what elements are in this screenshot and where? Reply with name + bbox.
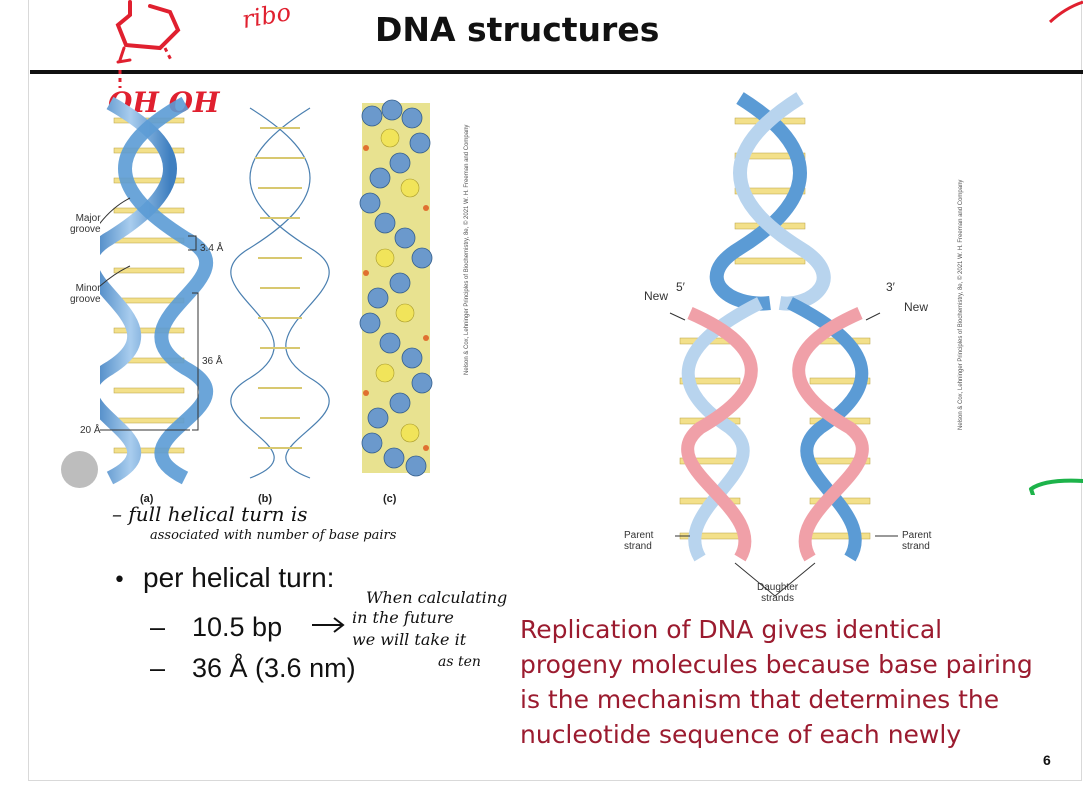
dna-structure-figure	[100, 96, 433, 485]
handwritten-arrow-note-4: as ten	[438, 654, 481, 670]
label-parent-strand-left: Parent strand	[624, 530, 654, 552]
sub-bullet-bp: 10.5 bp	[192, 612, 283, 642]
label-daughter-strands: Daughter strands	[757, 582, 799, 604]
title-underline	[30, 70, 1083, 74]
bullet-main-text: per helical turn:	[143, 562, 335, 593]
handwritten-arrow	[312, 617, 345, 633]
dna-replication-figure	[669, 92, 898, 597]
label-pitch: 36 Å	[202, 356, 223, 367]
handwritten-arrow-note-1: When calculating	[366, 588, 508, 607]
sub-bullet-pitch: 36 Å (3.6 nm)	[192, 653, 356, 683]
label-rise: 3.4 Å	[200, 243, 224, 254]
handwritten-arrow-note-2: in the future	[352, 608, 454, 627]
figure-credit-left: Nelson & Cox, Lehninger Principles of Bi…	[464, 124, 470, 375]
panel-label-c: (c)	[383, 493, 397, 505]
handwritten-note-line1: – full helical turn is	[112, 502, 308, 526]
panel-label-b: (b)	[258, 493, 273, 505]
label-major-groove: Major groove	[70, 213, 101, 235]
label-new-right: New	[904, 300, 929, 314]
slide-title: DNA structures	[375, 10, 660, 49]
page-number: 6	[1043, 752, 1051, 768]
sub-bullet-dash-2: –	[150, 653, 166, 683]
annotation-stroke-red	[1048, 0, 1083, 24]
helix-spacefill-c	[359, 99, 433, 477]
helix-ribbon-a	[100, 96, 214, 485]
helix-stick-b	[230, 107, 330, 479]
label-new-left: New	[644, 289, 669, 303]
slide-frame	[28, 0, 1082, 781]
handwritten-note-line2: associated with number of base pairs	[150, 528, 397, 543]
label-three-prime: 3′	[886, 280, 895, 294]
bullet-marker: •	[113, 568, 126, 593]
label-minor-groove: Minor groove	[70, 283, 101, 305]
replication-caption: Replication of DNA gives identical proge…	[520, 615, 1033, 749]
annotation-stroke-green	[1029, 478, 1083, 495]
label-parent-strand-right: Parent strand	[902, 530, 932, 552]
label-five-prime: 5′	[676, 280, 685, 294]
handwritten-ribose-sketch	[115, 0, 181, 88]
panel-label-a: (a)	[140, 493, 154, 505]
label-width: 20 Å	[80, 425, 101, 436]
sub-bullet-dash-1: –	[150, 612, 166, 642]
handwritten-arrow-note-3: we will take it	[352, 630, 467, 649]
figure-credit-right: Nelson & Cox, Lehninger Principles of Bi…	[958, 179, 964, 430]
pointer-dot	[61, 451, 98, 488]
